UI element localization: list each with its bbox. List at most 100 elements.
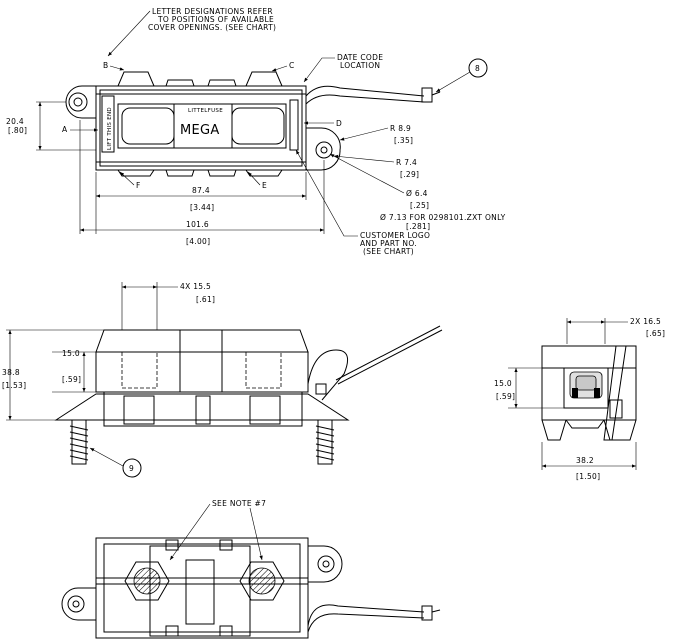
date-code-leader — [303, 57, 335, 83]
side-base-window-3 — [249, 395, 281, 425]
label-e: E — [262, 181, 267, 190]
end-view: 2X 16.5 [.65] 15.0 [.59] 38.2 [1.50] — [494, 317, 665, 481]
side-strap-tail-1 — [335, 325, 441, 381]
side-base-window-1 — [123, 395, 155, 425]
end-terminal-left — [572, 388, 578, 398]
label-f: F — [136, 181, 141, 190]
fuse-terminal-left — [121, 107, 175, 145]
side-stud-left — [69, 419, 89, 465]
dim-height-value: 20.4 — [6, 117, 24, 126]
side-dim-top-value: 4X 15.5 — [180, 282, 211, 291]
fuse-center — [173, 103, 233, 149]
side-dim-top-inch: [.61] — [196, 295, 215, 304]
dim-height-inch: [.80] — [8, 126, 27, 135]
dim-overall-value: 101.6 — [186, 220, 209, 229]
side-dim-mid-value: 15.0 — [62, 349, 80, 358]
customer-logo-line3: (SEE CHART) — [363, 247, 414, 256]
bottom-tab-3 — [165, 625, 179, 637]
bottom-strap-lower — [307, 613, 425, 633]
end-strap-buckle — [609, 399, 623, 419]
bottom-ear-left — [61, 587, 96, 621]
bottom-strap-buckle — [421, 605, 433, 621]
bottom-body — [95, 537, 309, 639]
side-strap-loop — [307, 349, 349, 401]
bottom-fuse-link — [185, 559, 215, 625]
bump-b-top — [117, 71, 155, 87]
balloon-8-text: 8 — [475, 64, 480, 73]
balloon-8 — [468, 58, 488, 78]
end-dim-width-inch: [1.50] — [576, 472, 600, 481]
leader-b — [109, 65, 125, 71]
note-leader — [107, 10, 151, 57]
leader-f — [119, 171, 135, 186]
end-terminal-right — [594, 388, 600, 398]
balloon-8-leader — [435, 71, 471, 93]
dim-hole-leader — [329, 153, 405, 194]
bump-mid1-bottom — [165, 169, 195, 177]
end-dim-mid-value: 15.0 — [494, 379, 512, 388]
bottom-strap-tail — [431, 609, 441, 613]
side-dim-mid-inch: [.59] — [62, 375, 81, 384]
end-dim-top-inch: [.65] — [646, 329, 665, 338]
top-view: LETTER DESIGNATIONS REFER TO POSITIONS O… — [6, 7, 505, 256]
end-body — [541, 345, 637, 421]
end-foot-right — [603, 419, 637, 441]
side-dim-height-value: 38.8 — [2, 368, 20, 377]
side-hidden-opening-2 — [245, 351, 282, 389]
dim-r2-inch: [.29] — [400, 170, 419, 179]
date-code-line1: DATE CODE — [337, 53, 383, 62]
dim-hole-value: Ø 6.4 — [406, 189, 428, 198]
date-code-line2: LOCATION — [340, 61, 380, 70]
bottom-view: SEE NOTE #7 — [61, 499, 441, 639]
note-letters-line2: TO POSITIONS OF AVAILABLE — [157, 15, 274, 24]
balloon-9-leader — [89, 447, 124, 467]
mount-hole-left-inner — [73, 97, 83, 107]
balloon-9 — [122, 458, 142, 478]
brand-text: MEGA — [180, 123, 220, 138]
strap-lower — [305, 94, 425, 105]
bottom-tab-2 — [219, 539, 233, 551]
bottom-note: SEE NOTE #7 — [212, 499, 266, 508]
dim-inner-inch: [3.44] — [190, 203, 214, 212]
holder-body-inner — [99, 89, 303, 167]
bottom-hole-right — [317, 555, 335, 573]
dim-r2-leader — [333, 154, 395, 163]
bottom-note-leader-1 — [169, 503, 211, 561]
leader-c — [271, 65, 288, 72]
end-foot-left — [541, 419, 567, 441]
dim-hole-inch: [.25] — [410, 201, 429, 210]
side-hidden-opening-1 — [121, 351, 158, 389]
bottom-body-inner — [103, 543, 301, 633]
dim-hole-alt-inch: [.281] — [406, 222, 430, 231]
bottom-hole-right-inner — [322, 560, 330, 568]
bottom-hole-left-inner — [72, 600, 80, 608]
note-letters-line3: COVER OPENINGS. (SEE CHART) — [148, 23, 276, 32]
side-base-window-2 — [195, 395, 211, 425]
bump-c-top — [245, 71, 283, 87]
end-nut — [575, 375, 597, 391]
end-strap — [603, 345, 627, 441]
bump-e-bottom — [245, 169, 283, 177]
hex-nut-right — [239, 561, 285, 601]
mount-hole-right — [315, 141, 333, 159]
label-c: C — [289, 61, 295, 70]
mounting-ear-right — [306, 127, 341, 171]
mount-hole-right-inner — [320, 146, 328, 154]
customer-logo-plate — [289, 99, 299, 151]
dim-r1-value: R 8.9 — [390, 124, 411, 133]
side-stud-right — [315, 419, 335, 465]
fuse-terminal-right — [231, 107, 285, 145]
end-window — [563, 367, 609, 409]
side-dim-height-inch: [1.53] — [2, 381, 26, 390]
dim-r1-inch: [.35] — [394, 136, 413, 145]
hex-nut-left — [124, 561, 170, 601]
bottom-note-leader-2 — [249, 507, 263, 561]
hex-nut-right-stud — [248, 567, 276, 595]
hex-nut-left-stud — [133, 567, 161, 595]
brand-small-text: LITTELFUSE — [188, 108, 223, 114]
side-cover-top — [95, 329, 309, 353]
bottom-tab-4 — [219, 625, 233, 637]
customer-logo-line2: AND PART NO. — [360, 239, 417, 248]
lift-label-box — [101, 95, 115, 153]
